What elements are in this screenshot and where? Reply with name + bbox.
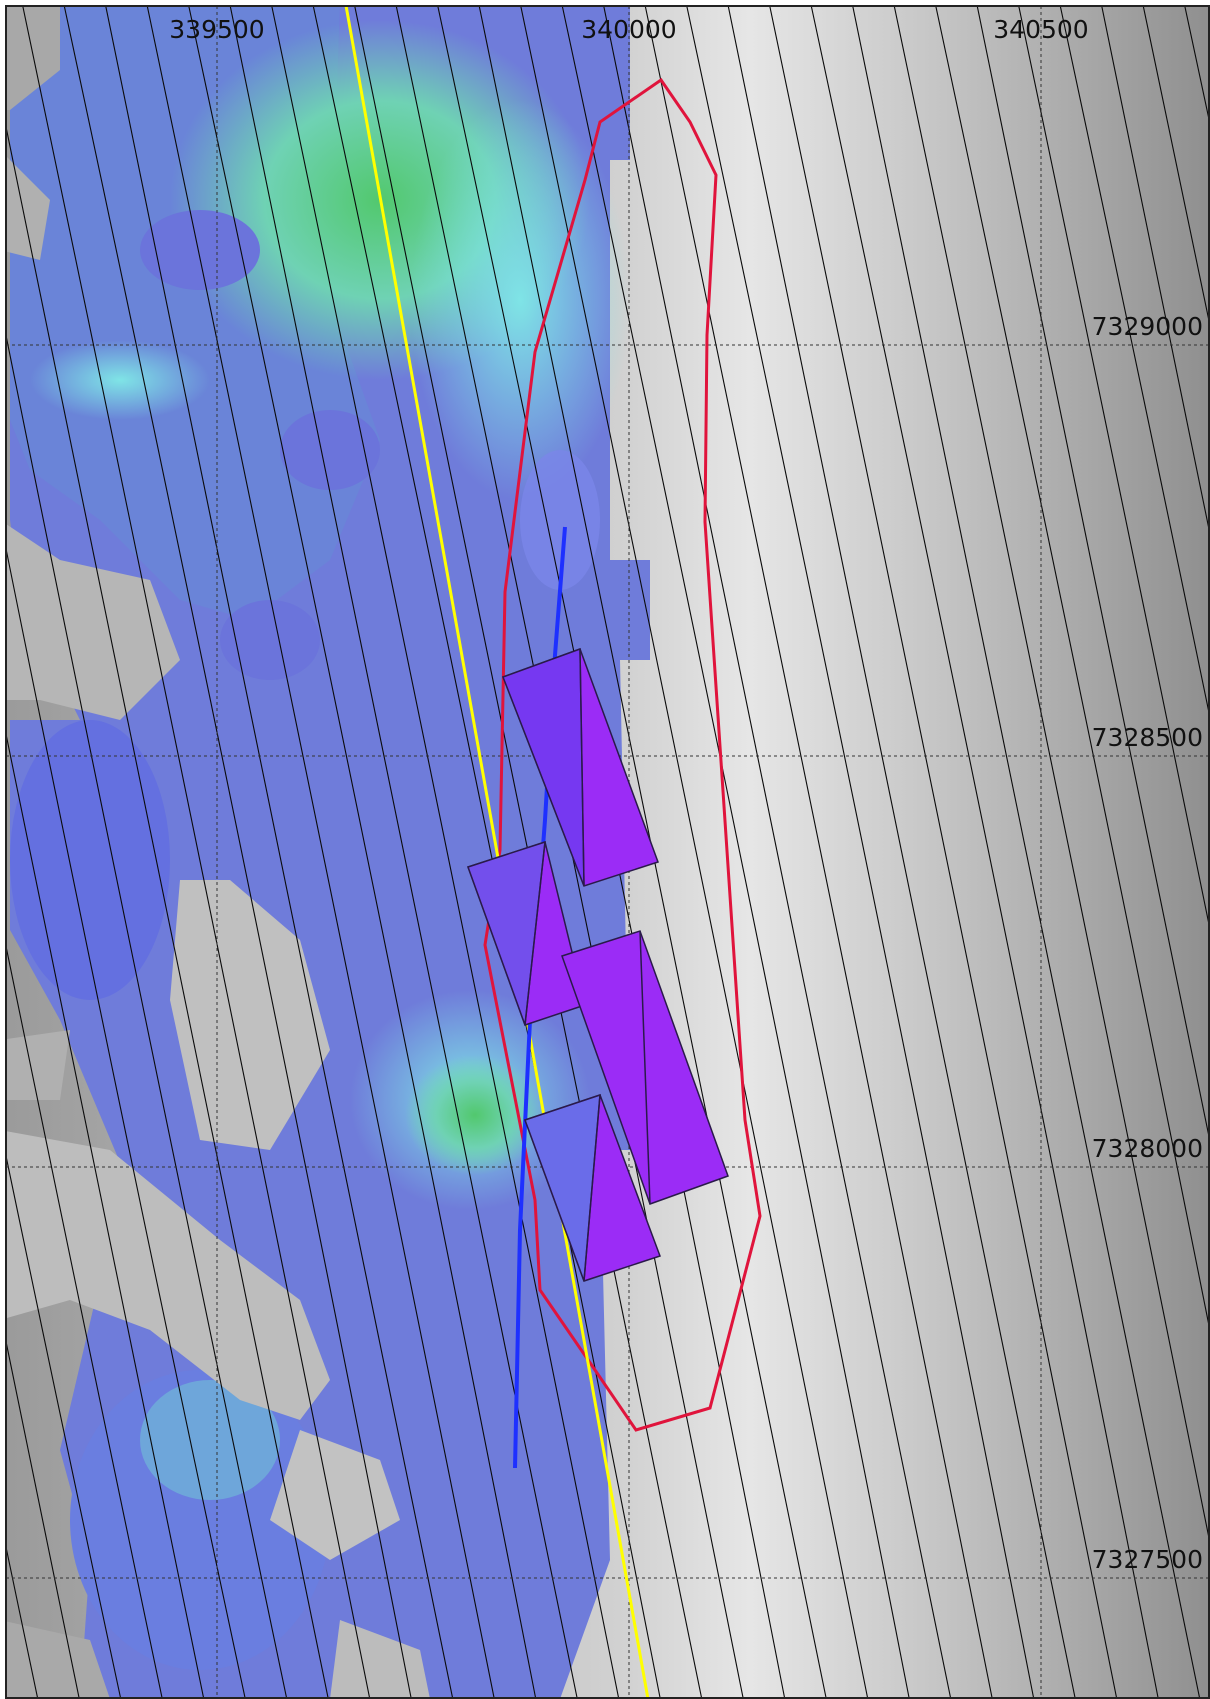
low-value-patches bbox=[6, 6, 430, 1699]
flight-line bbox=[810, 6, 1159, 1699]
easting-labels: 339500 340000 340500 bbox=[169, 15, 1088, 44]
x-tick-label-340000: 340000 bbox=[581, 15, 676, 44]
flight-line bbox=[312, 6, 661, 1699]
flight-line bbox=[188, 6, 537, 1699]
flight-line bbox=[6, 1338, 80, 1699]
conductor-plate-4 bbox=[524, 1093, 661, 1282]
flight-line bbox=[6, 124, 329, 1699]
flight-line bbox=[686, 6, 1035, 1699]
flight-line bbox=[644, 6, 993, 1699]
flight-line bbox=[6, 545, 246, 1699]
flight-line bbox=[22, 6, 371, 1699]
flight-line bbox=[105, 6, 454, 1699]
flight-line bbox=[1018, 6, 1210, 933]
x-tick-label-339500: 339500 bbox=[169, 15, 264, 44]
flight-line bbox=[561, 6, 910, 1699]
conductor-plate-2 bbox=[467, 840, 586, 1026]
northing-labels: 7329000 7328500 7328000 7327500 bbox=[1092, 312, 1203, 1574]
map-border bbox=[5, 5, 1210, 1699]
flight-line bbox=[852, 6, 1201, 1699]
flight-line bbox=[1059, 6, 1210, 721]
flight-line bbox=[976, 6, 1210, 1145]
y-tick-label-7328000: 7328000 bbox=[1092, 1134, 1203, 1163]
flight-line bbox=[146, 6, 495, 1699]
conductor-plates bbox=[467, 647, 729, 1282]
flight-line bbox=[935, 6, 1210, 1334]
flight-line bbox=[6, 332, 288, 1699]
profile-line bbox=[344, 6, 650, 1699]
y-tick-label-7328500: 7328500 bbox=[1092, 723, 1203, 752]
y-tick-label-7329000: 7329000 bbox=[1092, 312, 1203, 341]
flight-line bbox=[893, 6, 1210, 1546]
flight-line bbox=[1142, 6, 1210, 329]
flight-line bbox=[271, 6, 620, 1699]
conductor-plate-1 bbox=[502, 647, 659, 887]
flight-line bbox=[520, 6, 869, 1699]
flight-line bbox=[63, 6, 412, 1699]
flight-line bbox=[727, 6, 1076, 1699]
conductor-plate-3 bbox=[561, 930, 729, 1205]
flight-line bbox=[769, 6, 1118, 1699]
x-tick-label-340500: 340500 bbox=[993, 15, 1088, 44]
y-tick-label-7327500: 7327500 bbox=[1092, 1545, 1203, 1574]
target-boundary bbox=[483, 77, 762, 1432]
flight-line bbox=[6, 943, 163, 1699]
flight-line bbox=[229, 6, 578, 1699]
flight-line bbox=[1101, 6, 1210, 537]
flight-line bbox=[6, 1153, 122, 1699]
flight-line bbox=[603, 6, 952, 1699]
flight-line bbox=[6, 731, 205, 1699]
